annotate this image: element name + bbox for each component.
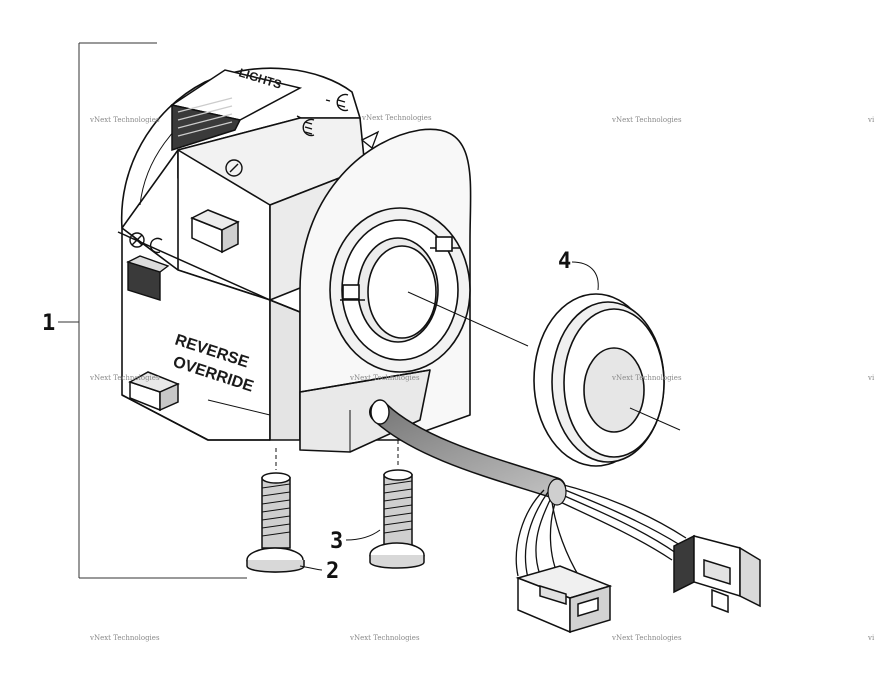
- callout-1: 1: [42, 311, 55, 336]
- screw-2: [246, 448, 305, 573]
- callout-4: 4: [558, 249, 571, 274]
- leader-2: [299, 565, 323, 571]
- leader-3: [345, 529, 381, 541]
- callout-2: 2: [326, 559, 339, 584]
- center-axis-line-right: [629, 407, 681, 431]
- housing-seam: [117, 231, 301, 313]
- wiring-harness: [369, 399, 687, 581]
- callout-3: 3: [330, 529, 343, 554]
- watermark-text: vNext Technologies: [89, 634, 160, 642]
- start-icon: [225, 159, 243, 177]
- top-indicator-icon: [360, 130, 380, 150]
- leader-4: [571, 261, 599, 291]
- upper-push-button: [190, 209, 240, 254]
- watermark-text: vNext Technologies: [611, 634, 682, 642]
- watermark-text-edge: vi: [867, 374, 875, 382]
- watermark-text: vNext Technologies: [89, 116, 160, 124]
- headlight-icons: [296, 93, 349, 137]
- center-axis-line-left: [407, 291, 529, 347]
- watermark-text: vNext Technologies: [349, 374, 420, 382]
- watermark-text-edge: vi: [867, 116, 875, 124]
- watermark-text: vNext Technologies: [361, 114, 432, 122]
- connector-left: [515, 565, 613, 634]
- watermark-text: vNext Technologies: [611, 116, 682, 124]
- handlebar-clamp: [329, 207, 471, 373]
- watermark-text: vNext Technologies: [89, 374, 160, 382]
- watermark-text: vNext Technologies: [611, 374, 682, 382]
- connector-right: [673, 534, 761, 614]
- reverse-override-button: [128, 371, 180, 412]
- thumb-switch: [126, 255, 170, 301]
- watermarks: vNext Technologies vNext Technologies vN…: [89, 114, 875, 642]
- grommet: [533, 293, 665, 467]
- lights-rocker-switch: [170, 69, 303, 152]
- screw-3: [369, 440, 425, 569]
- watermark-text: vNext Technologies: [349, 634, 420, 642]
- watermark-text-edge: vi: [867, 634, 875, 642]
- assembly-bracket: [58, 42, 247, 579]
